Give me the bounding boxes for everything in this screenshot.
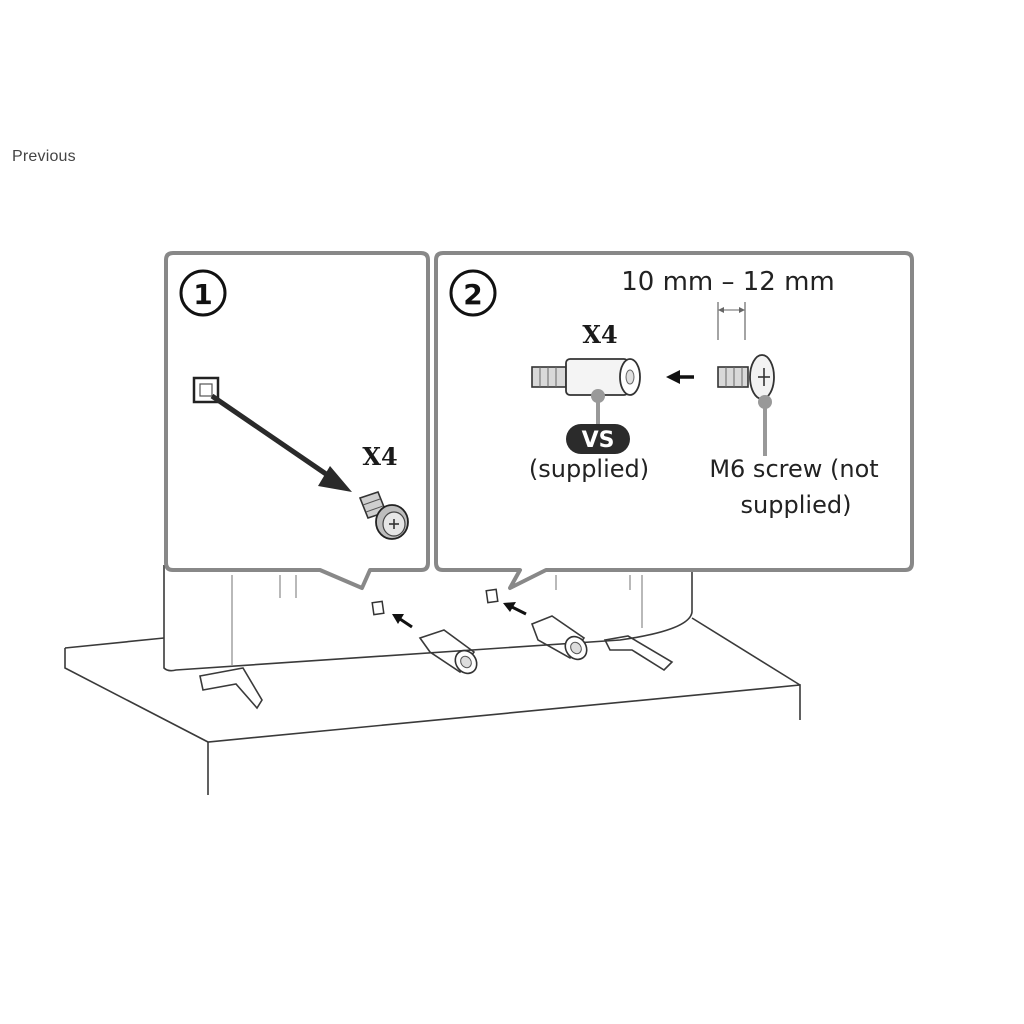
screw-caption-line1: M6 screw (not <box>709 455 878 483</box>
spacer-icon <box>418 629 478 675</box>
circled-number-icon: 1 <box>179 269 227 317</box>
step1-quantity: X4 <box>362 442 397 471</box>
step1-panel: 1 X4 <box>164 251 430 590</box>
insert-arrow-icon <box>666 370 694 384</box>
spacer-icon <box>530 615 588 661</box>
step2-number: 2 <box>463 278 482 311</box>
screw-icon <box>358 491 409 540</box>
screw-callout-pointer <box>758 395 772 456</box>
removed-screw-hole <box>192 376 220 404</box>
screw-caption-line2: supplied) <box>741 491 852 519</box>
arrow-icon <box>392 614 413 629</box>
step2-quantity: X4 <box>582 320 617 349</box>
vs-caption: (supplied) <box>529 455 649 483</box>
vs-badge: VS <box>566 424 630 454</box>
length-spec: 10 mm – 12 mm <box>621 267 835 297</box>
vs-badge-text: VS <box>582 428 615 453</box>
mounting-hole-left <box>371 600 385 616</box>
screw-icon <box>717 354 775 400</box>
step2-panel: 2 10 mm – 12 mm X4 <box>434 251 914 590</box>
spacer-icon <box>531 358 641 396</box>
length-dimension-marker <box>717 302 746 340</box>
removal-arrow-icon <box>210 393 352 492</box>
tv-leg-left <box>199 667 263 710</box>
tv-illustration <box>163 565 693 672</box>
arrow-icon <box>503 602 527 616</box>
circled-number-icon: 2 <box>449 269 497 317</box>
tv-leg-right <box>603 635 674 672</box>
vs-callout-pointer <box>591 389 605 426</box>
mounting-hole-right <box>485 588 499 604</box>
step1-number: 1 <box>193 278 212 311</box>
table-illustration <box>64 617 801 795</box>
previous-link[interactable]: Previous <box>12 148 76 165</box>
